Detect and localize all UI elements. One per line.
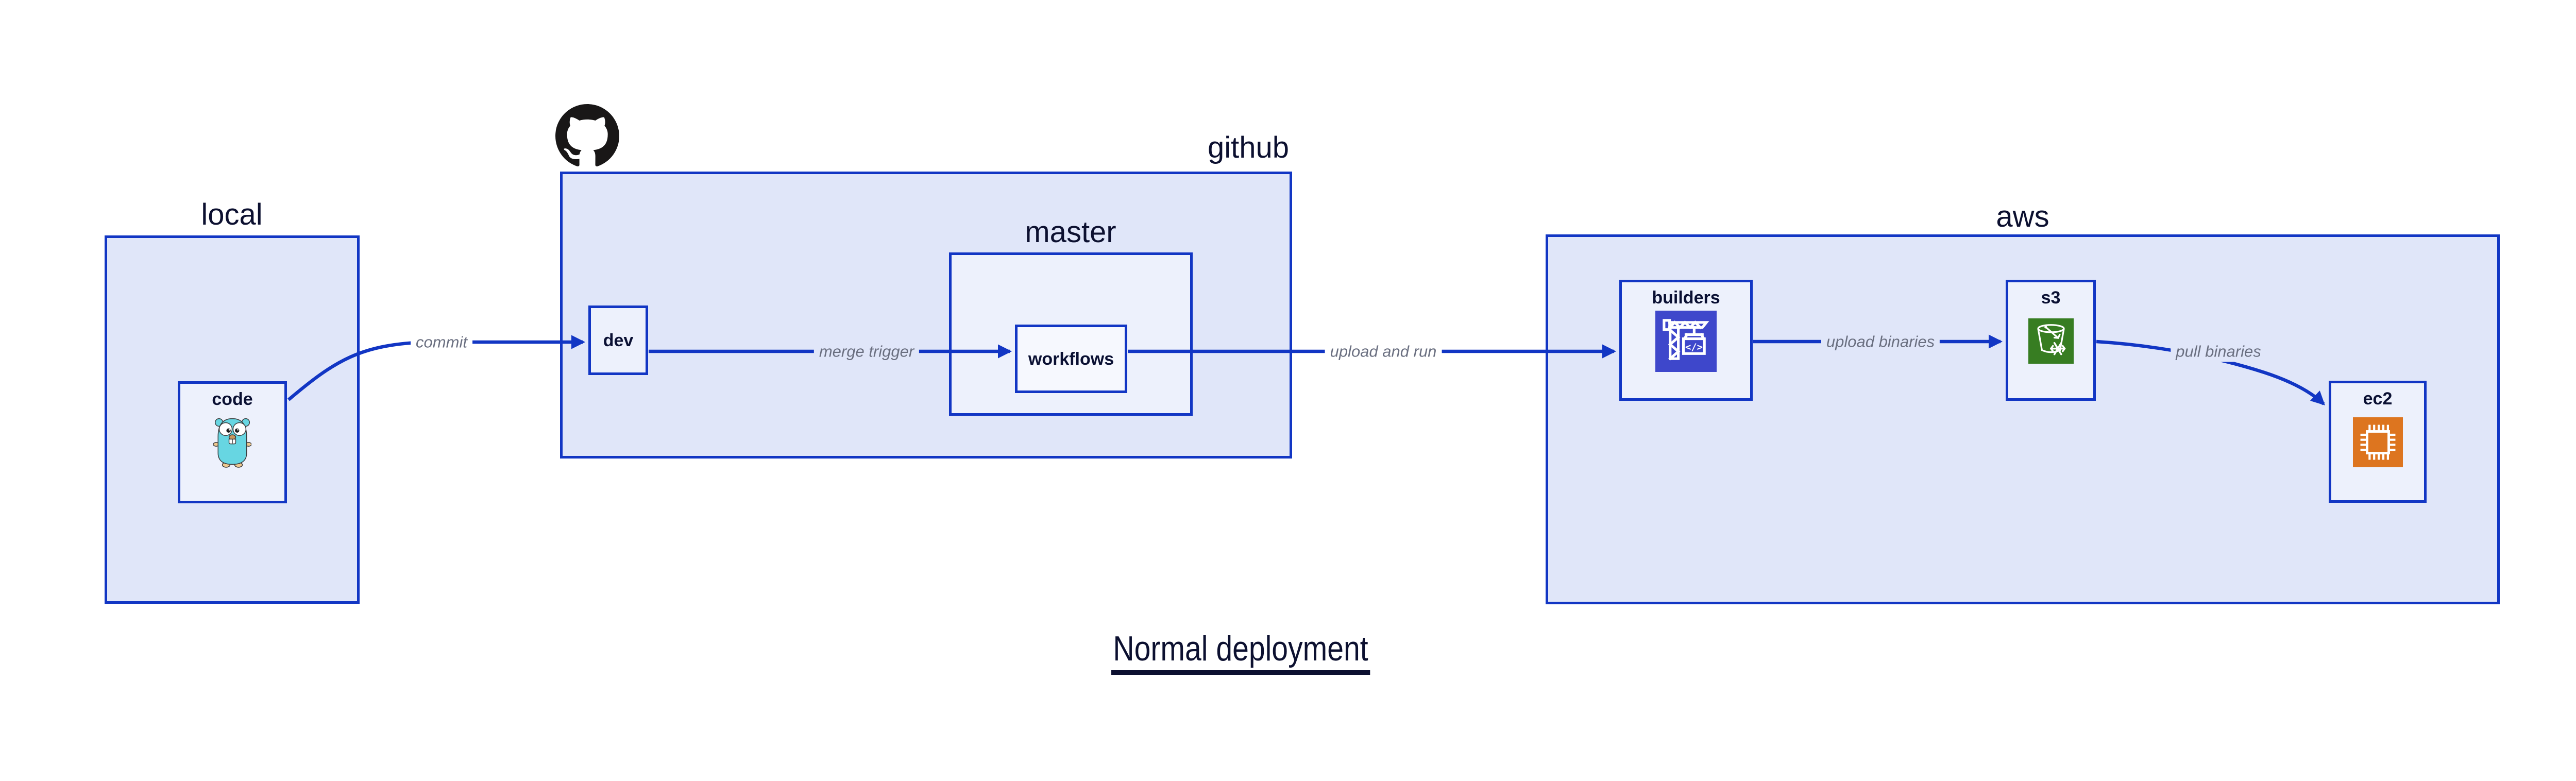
codebuild-crane-icon: </> xyxy=(1655,311,1717,372)
aws-container-label: aws xyxy=(1996,200,2049,233)
edge-label-upload-binaries: upload binaries xyxy=(1821,331,1940,352)
s3-bucket-icon xyxy=(2028,318,2074,364)
edge-label-pull-binaries: pull binaries xyxy=(2171,341,2266,362)
s3-node-label: s3 xyxy=(2041,288,2061,308)
ec2-chip-icon xyxy=(2353,417,2403,467)
code-node-label: code xyxy=(212,389,253,409)
edge-label-commit: commit xyxy=(411,331,472,353)
github-logo-icon xyxy=(555,104,619,166)
workflows-node-box: workflows xyxy=(1015,325,1127,393)
codebuild-code-glyph: </> xyxy=(1685,342,1703,353)
dev-node-label: dev xyxy=(603,330,634,350)
go-gopher-icon xyxy=(213,418,251,468)
edge-label-upload-and-run: upload and run xyxy=(1325,341,1442,362)
diagram-title: Normal deployment xyxy=(1111,630,1370,675)
edge-label-merge-trigger: merge trigger xyxy=(814,341,920,362)
dev-node-box: dev xyxy=(588,305,648,375)
github-container-label: github xyxy=(1207,131,1289,164)
workflows-node-label: workflows xyxy=(1028,349,1114,369)
ec2-node-label: ec2 xyxy=(2363,389,2393,409)
local-container-label: local xyxy=(201,198,263,231)
master-container-label: master xyxy=(1025,215,1116,249)
builders-node-label: builders xyxy=(1652,288,1720,308)
